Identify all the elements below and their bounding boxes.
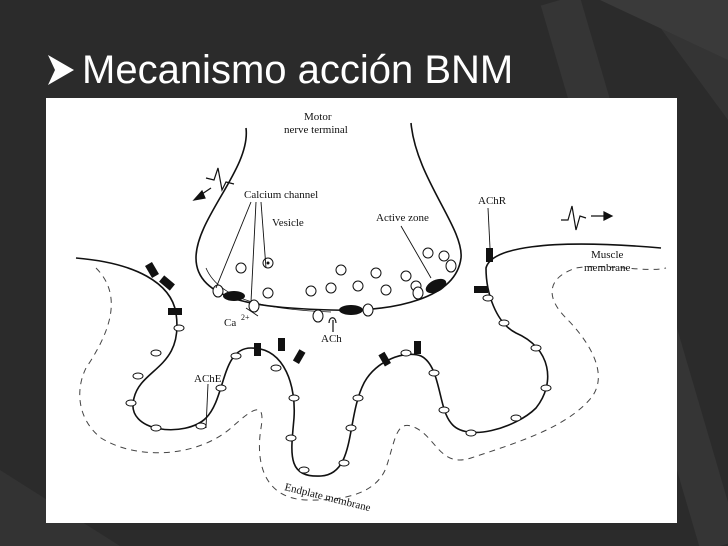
nmj-diagram: Motor nerve terminal Calcium channel Ves… [46,98,677,523]
calcium-channels [212,259,457,323]
action-potential-nerve [192,167,235,201]
label-ca-superscript: 2+ [241,313,250,322]
muscle-membrane [75,243,662,477]
label-nerve-terminal: nerve terminal [284,124,348,136]
label-membrane: membrane [584,262,631,274]
achr-receptors [145,248,493,367]
active-zones [223,278,447,315]
label-active-zone: Active zone [376,212,429,224]
endplate-membrane-dashed [79,266,667,501]
ache-enzymes [125,294,552,474]
label-motor: Motor [304,111,332,123]
nerve-terminal-outline [195,122,462,311]
label-endplate-membrane: Endplate membrane [283,481,372,514]
label-calcium-channel: Calcium channel [244,189,318,201]
vesicles [235,247,450,299]
leader-lines [205,201,491,429]
label-ache: AChE [194,373,222,385]
label-muscle: Muscle [591,249,624,261]
slide-title-text: Mecanismo acción BNM [82,48,514,92]
ach-release [328,317,337,332]
vesicle-dot [266,261,270,265]
label-vesicle: Vesicle [272,217,304,229]
action-potential-muscle [561,205,614,231]
arrow-bullet-icon [48,55,74,85]
label-achr: AChR [478,195,507,207]
nmj-diagram-svg: Motor nerve terminal Calcium channel Ves… [75,111,667,514]
slide-title: Mecanismo acción BNM [46,44,513,96]
label-ca: Ca [224,317,236,329]
label-ach: ACh [321,333,342,345]
